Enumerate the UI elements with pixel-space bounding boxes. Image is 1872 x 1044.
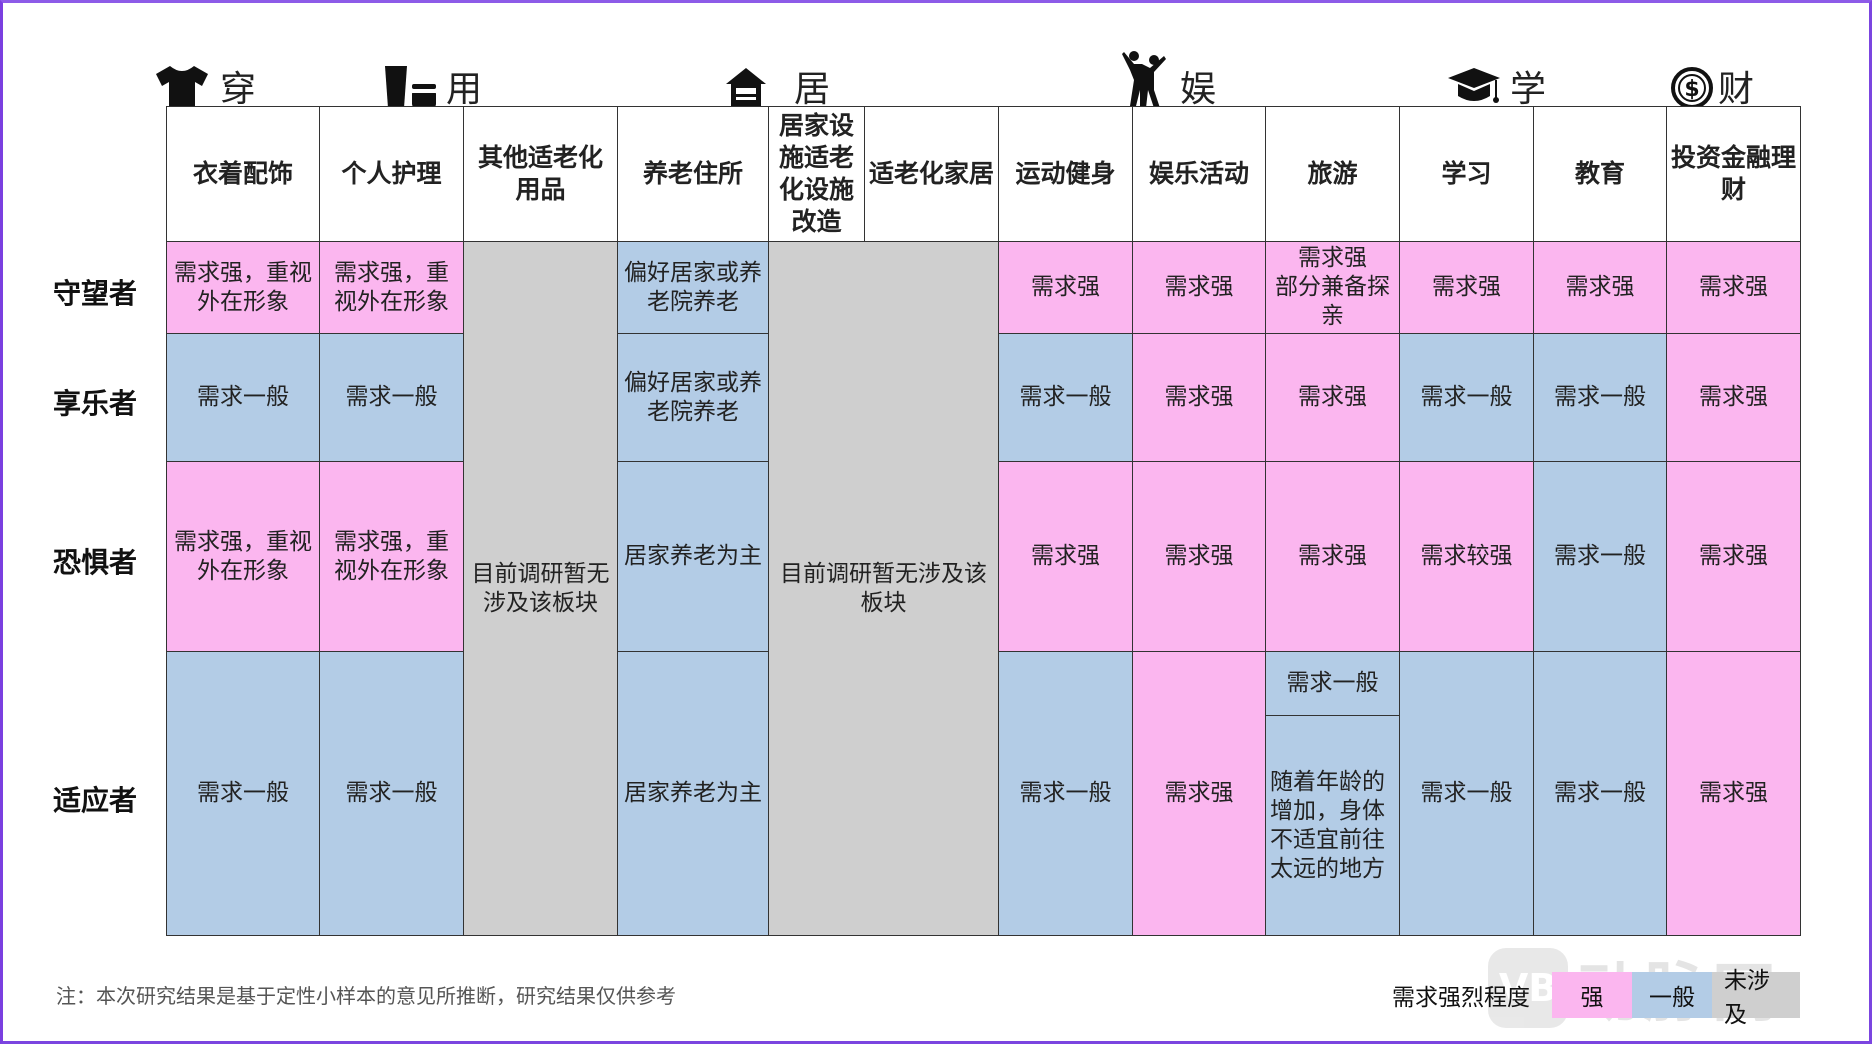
column-header: 养老住所 <box>617 106 769 242</box>
table-header-row: 衣着配饰 个人护理 其他适老化用品 养老住所 居家设施适老化设施改造 适老化家居… <box>166 106 1801 242</box>
table-cell: 需求一般 <box>319 333 464 462</box>
row-label-fearful: 恐惧者 <box>52 546 137 579</box>
category-study: 学 <box>1446 50 1546 110</box>
column-header: 个人护理 <box>319 106 464 242</box>
column-header: 娱乐活动 <box>1132 106 1266 242</box>
column-header: 居家设施适老化设施改造 <box>768 106 865 242</box>
table-cell: 需求强，重视外在形象 <box>319 461 464 652</box>
column-header: 衣着配饰 <box>166 106 320 242</box>
table-row: 需求一般 需求一般 偏好居家或养老院养老 需求一般 需求强 需求强 需求一般 需… <box>166 333 1801 462</box>
table-cell: 需求强 <box>1132 333 1266 462</box>
row-label-enjoyer: 享乐者 <box>52 387 137 420</box>
table-row: 需求一般 需求一般 居家养老为主 需求一般 需求强 需求一般 需求一般 需求一般… <box>166 651 1801 936</box>
footnote: 注：本次研究结果是基于定性小样本的意见所推断，研究结果仅供参考 <box>56 984 676 1008</box>
table-cell: 需求强 <box>1666 333 1801 462</box>
category-label: 学 <box>1510 69 1547 110</box>
table-cell: 需求一般 <box>998 333 1133 462</box>
category-living: 居 <box>724 50 830 110</box>
table-cell: 需求一般 <box>1399 651 1534 936</box>
table-cell: 需求强 <box>1132 241 1266 334</box>
table-cell: 需求一般 <box>1533 651 1667 936</box>
category-use: 用 <box>382 50 482 110</box>
legend-item-normal: 一般 <box>1632 972 1712 1018</box>
table-cell-not-covered: 目前调研暂无涉及该板块 <box>768 241 999 936</box>
table-cell: 需求一般 <box>1533 461 1667 652</box>
category-label: 用 <box>446 69 483 110</box>
category-label: 财 <box>1718 69 1755 110</box>
table-cell: 居家养老为主 <box>617 461 769 652</box>
column-header: 适老化家居 <box>864 106 999 242</box>
category-label: 穿 <box>220 69 257 110</box>
column-header: 学习 <box>1399 106 1534 242</box>
row-label-adapter: 适应者 <box>52 784 137 817</box>
table-row: 需求强，重视外在形象 需求强，重视外在形象 目前调研暂无涉及该板块 偏好居家或养… <box>166 241 1801 936</box>
table-cell: 需求一般 <box>319 651 464 936</box>
dancer-icon <box>1120 50 1172 110</box>
table-cell: 需求强 <box>1666 241 1801 334</box>
legend-title: 需求强烈程度 <box>1392 985 1530 1011</box>
column-header: 教育 <box>1533 106 1667 242</box>
category-label: 娱 <box>1180 69 1217 110</box>
table-cell: 需求一般 <box>1533 333 1667 462</box>
table-row: 需求强，重视外在形象 需求强，重视外在形象 居家养老为主 需求强 需求强 需求强… <box>166 461 1801 652</box>
graduation-cap-icon <box>1446 64 1502 110</box>
table-cell: 需求强，重视外在形象 <box>319 241 464 334</box>
column-header: 投资金融理财 <box>1666 106 1801 242</box>
table-cell: 需求一般 <box>1399 333 1534 462</box>
table-cell: 需求强 <box>1533 241 1667 334</box>
table-cell: 需求强 <box>998 461 1133 652</box>
table-cell: 偏好居家或养老院养老 <box>617 333 769 462</box>
table-cell: 需求强，重视外在形象 <box>166 241 320 334</box>
row-label-watcher: 守望者 <box>52 277 137 310</box>
table-cell: 居家养老为主 <box>617 651 769 936</box>
column-header: 其他适老化用品 <box>463 106 618 242</box>
table-row: 随着年龄的增加，身体不适宜前往太远的地方 <box>167 715 1801 936</box>
legend-item-none: 未涉及 <box>1712 968 1800 1028</box>
table-cell: 需求较强 <box>1399 461 1534 652</box>
table-cell: 需求强 <box>1132 461 1266 652</box>
table-cell: 需求强 <box>1399 241 1534 334</box>
table-cell: 需求一般 <box>998 651 1133 936</box>
cup-icon <box>382 64 438 110</box>
svg-text:$: $ <box>1684 77 1699 102</box>
category-entertainment: 娱 <box>1120 50 1216 110</box>
table-cell: 需求强 <box>1265 333 1400 462</box>
table-cell: 随着年龄的增加，身体不适宜前往太远的地方 <box>1265 715 1400 936</box>
table-cell: 需求强 <box>1666 651 1801 936</box>
category-clothing: 穿 <box>152 50 256 110</box>
table-cell: 需求强，重视外在形象 <box>166 461 320 652</box>
table-cell-not-covered: 目前调研暂无涉及该板块 <box>463 241 618 936</box>
table-cell: 需求一般 <box>1265 651 1400 716</box>
table-cell: 需求一般 <box>166 651 320 936</box>
table-cell: 需求一般 <box>166 333 320 462</box>
house-icon <box>724 66 768 110</box>
column-header: 运动健身 <box>998 106 1133 242</box>
table-cell: 偏好居家或养老院养老 <box>617 241 769 334</box>
legend-item-strong: 强 <box>1552 972 1632 1018</box>
money-coin-icon: $ <box>1670 66 1714 110</box>
table-cell: 需求强 <box>1132 651 1266 936</box>
tshirt-icon <box>152 64 212 110</box>
category-finance: $ 财 <box>1670 50 1754 110</box>
category-label: 居 <box>794 69 831 110</box>
demand-matrix-table: 衣着配饰 个人护理 其他适老化用品 养老住所 居家设施适老化设施改造 适老化家居… <box>166 106 1801 936</box>
table-cell: 需求强 部分兼备探亲 <box>1265 241 1400 334</box>
table-cell: 需求强 <box>1666 461 1801 652</box>
table-cell: 需求强 <box>998 241 1133 334</box>
table-cell: 需求强 <box>1265 461 1400 652</box>
legend: 需求强烈程度 强 一般 未涉及 <box>1392 968 1800 1028</box>
column-header: 旅游 <box>1265 106 1400 242</box>
